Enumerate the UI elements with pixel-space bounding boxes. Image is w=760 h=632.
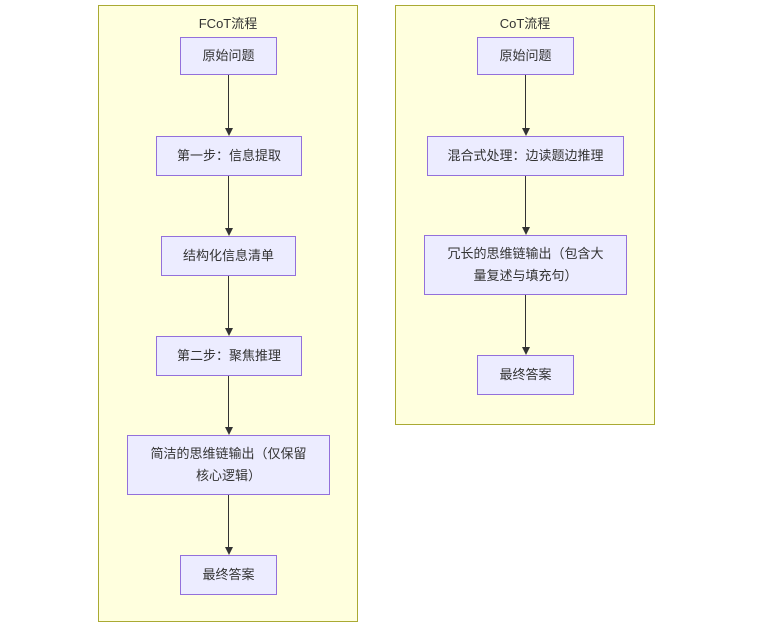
flow-node-cot-original-question: 原始问题: [477, 37, 574, 75]
flow-node-cot-final-answer: 最终答案: [477, 355, 574, 395]
flow-arrow-fcot-3: [224, 276, 233, 336]
flow-node-fcot-structured-list: 结构化信息清单: [161, 236, 296, 276]
flow-node-fcot-step2-focused-reasoning: 第二步：聚焦推理: [156, 336, 302, 376]
subgraph-cot-title: CoT流程: [499, 16, 551, 31]
flow-node-fcot-step1-extraction: 第一步：信息提取: [156, 136, 302, 176]
flow-arrow-cot-1: [521, 75, 530, 136]
flow-arrow-fcot-4: [224, 376, 233, 435]
flow-node-fcot-original-question: 原始问题: [180, 37, 277, 75]
flow-arrow-cot-2: [521, 176, 530, 235]
flow-arrow-fcot-2: [224, 176, 233, 236]
flow-node-cot-mixed-processing: 混合式处理：边读题边推理: [427, 136, 624, 176]
subgraph-fcot: FCoT流程 原始问题 第一步：信息提取 结构化信息清单 第二步：聚焦推理 简洁…: [98, 5, 358, 622]
flow-node-cot-verbose-cot-output: 冗长的思维链输出（包含大 量复述与填充句）: [424, 235, 627, 295]
flow-arrow-cot-3: [521, 295, 530, 355]
subgraph-fcot-title: FCoT流程: [198, 16, 258, 31]
flow-node-fcot-final-answer: 最终答案: [180, 555, 277, 595]
flow-arrow-fcot-1: [224, 75, 233, 136]
subgraph-cot: CoT流程 原始问题 混合式处理：边读题边推理 冗长的思维链输出（包含大 量复述…: [395, 5, 655, 425]
flow-arrow-fcot-5: [224, 495, 233, 555]
flow-node-fcot-concise-cot-output: 简洁的思维链输出（仅保留 核心逻辑）: [127, 435, 330, 495]
